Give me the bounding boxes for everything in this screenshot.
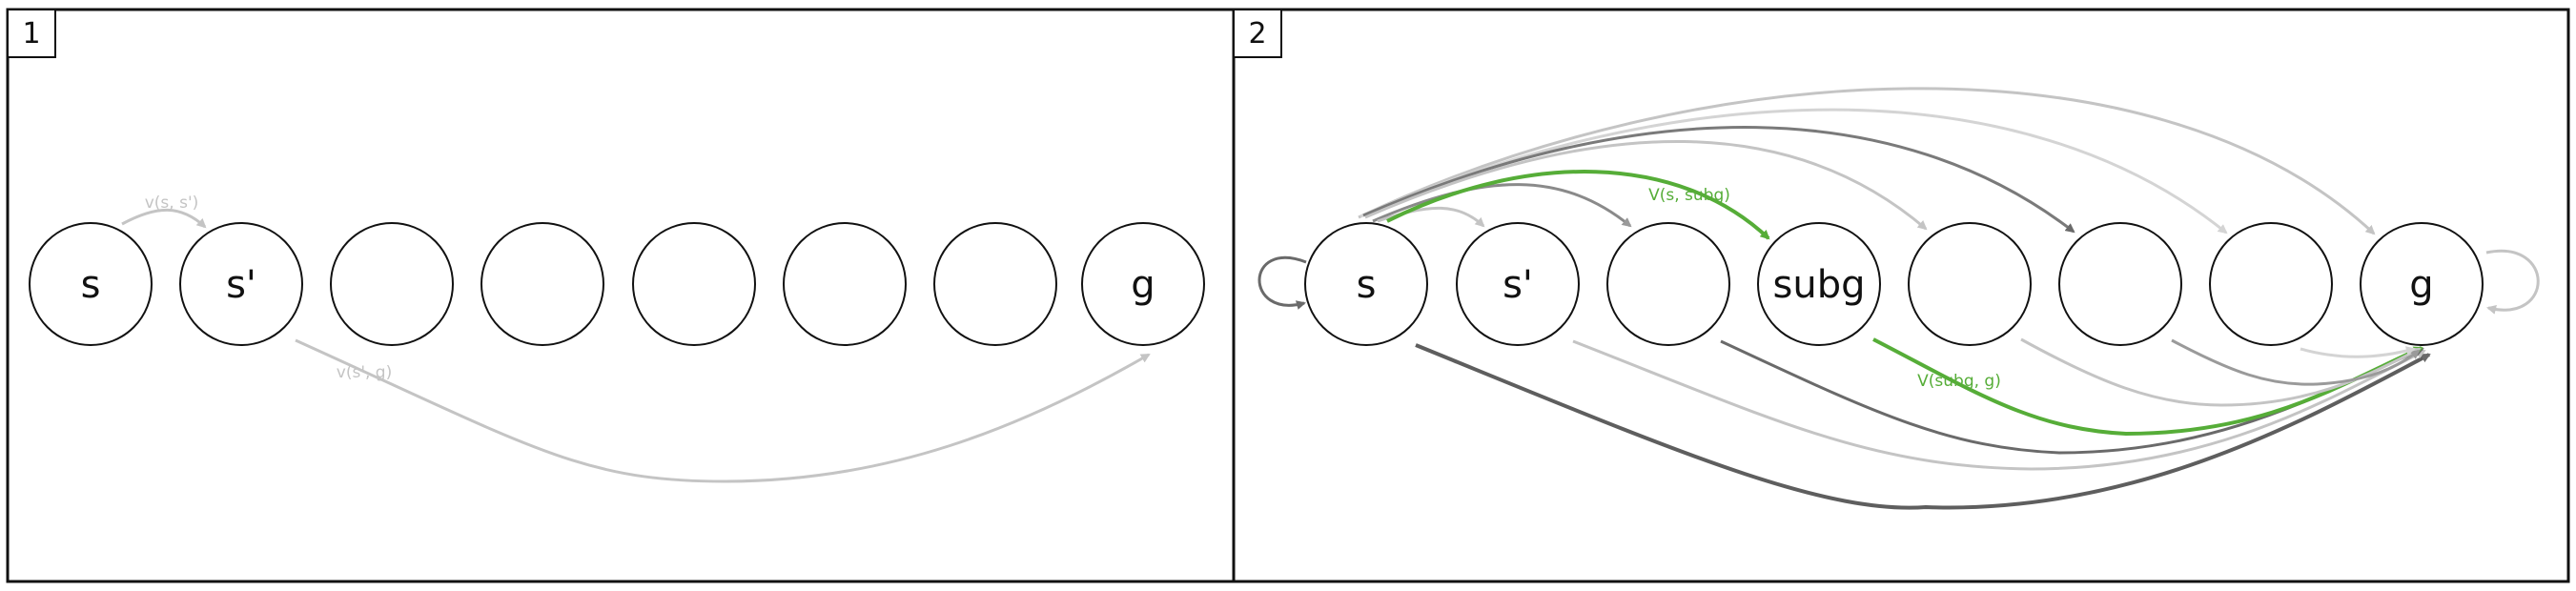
edge-sprime-to-g <box>295 338 1151 483</box>
panel-2-node-3 <box>1606 222 1730 346</box>
panel-2-number: 2 <box>1248 17 1266 51</box>
panel-1-node-sprime: s' <box>179 222 303 346</box>
panel-1-number-box <box>7 9 56 58</box>
edge-s-to-g-upper <box>1358 87 2376 235</box>
edge-s-to-sprime <box>121 208 207 229</box>
panel-2-node-7 <box>2209 222 2333 346</box>
panel-2-node-sprime: s' <box>1456 222 1580 346</box>
edge-self-loop-s <box>1257 255 1307 310</box>
panel-2-node-5 <box>1908 222 2032 346</box>
svg-text:s: s <box>81 263 101 307</box>
panel-2: 2 V(s, subg) V(subg, g) s s' <box>1232 8 2570 583</box>
panel-1-node-7 <box>933 222 1057 346</box>
panel-2-node-s: s <box>1304 222 1428 346</box>
edge-s-to-g-lower <box>1415 343 2431 510</box>
svg-text:s': s' <box>226 263 256 307</box>
svg-text:g: g <box>1131 263 1155 307</box>
svg-text:s': s' <box>1503 263 1533 307</box>
edge-sprime-to-g <box>1572 339 2426 471</box>
panel-2-node-subg: subg <box>1757 222 1881 346</box>
edge-node7-to-g <box>2300 346 2416 358</box>
edge-label-sprime-to-g: v(s', g) <box>337 363 392 382</box>
edge-s-to-subg <box>1386 170 1770 240</box>
edge-s-to-node5 <box>1364 140 1928 231</box>
panel-2-node-6 <box>2058 222 2182 346</box>
edge-s-to-node3 <box>1372 183 1632 228</box>
panel-1-node-3 <box>330 222 454 346</box>
panel-2-frame <box>1232 8 2570 583</box>
panel-1-node-5 <box>632 222 756 346</box>
panel-1-node-s: s <box>29 222 153 346</box>
svg-text:g: g <box>2409 263 2433 307</box>
svg-text:subg: subg <box>1773 263 1866 307</box>
edge-s-to-node6 <box>1362 126 2075 234</box>
panel-1: 1 v(s, s') v(s', g) s s' <box>6 8 1236 583</box>
panel-1-number: 1 <box>22 17 40 51</box>
edge-label-s-to-subg: V(s, subg) <box>1648 186 1730 205</box>
edge-self-loop-g <box>2485 249 2540 315</box>
panel-1-node-g: g <box>1081 222 1205 346</box>
edge-label-s-to-sprime: v(s, s') <box>145 194 199 213</box>
svg-text:s: s <box>1357 263 1377 307</box>
panel-2-number-box <box>1233 9 1282 58</box>
edge-label-subg-to-g: V(subg, g) <box>1917 372 2001 391</box>
panel-1-node-6 <box>783 222 907 346</box>
panel-2-node-g: g <box>2360 222 2484 346</box>
edge-node5-to-g <box>2020 337 2422 407</box>
edge-node6-to-g <box>2171 338 2421 386</box>
panel-1-node-4 <box>480 222 604 346</box>
